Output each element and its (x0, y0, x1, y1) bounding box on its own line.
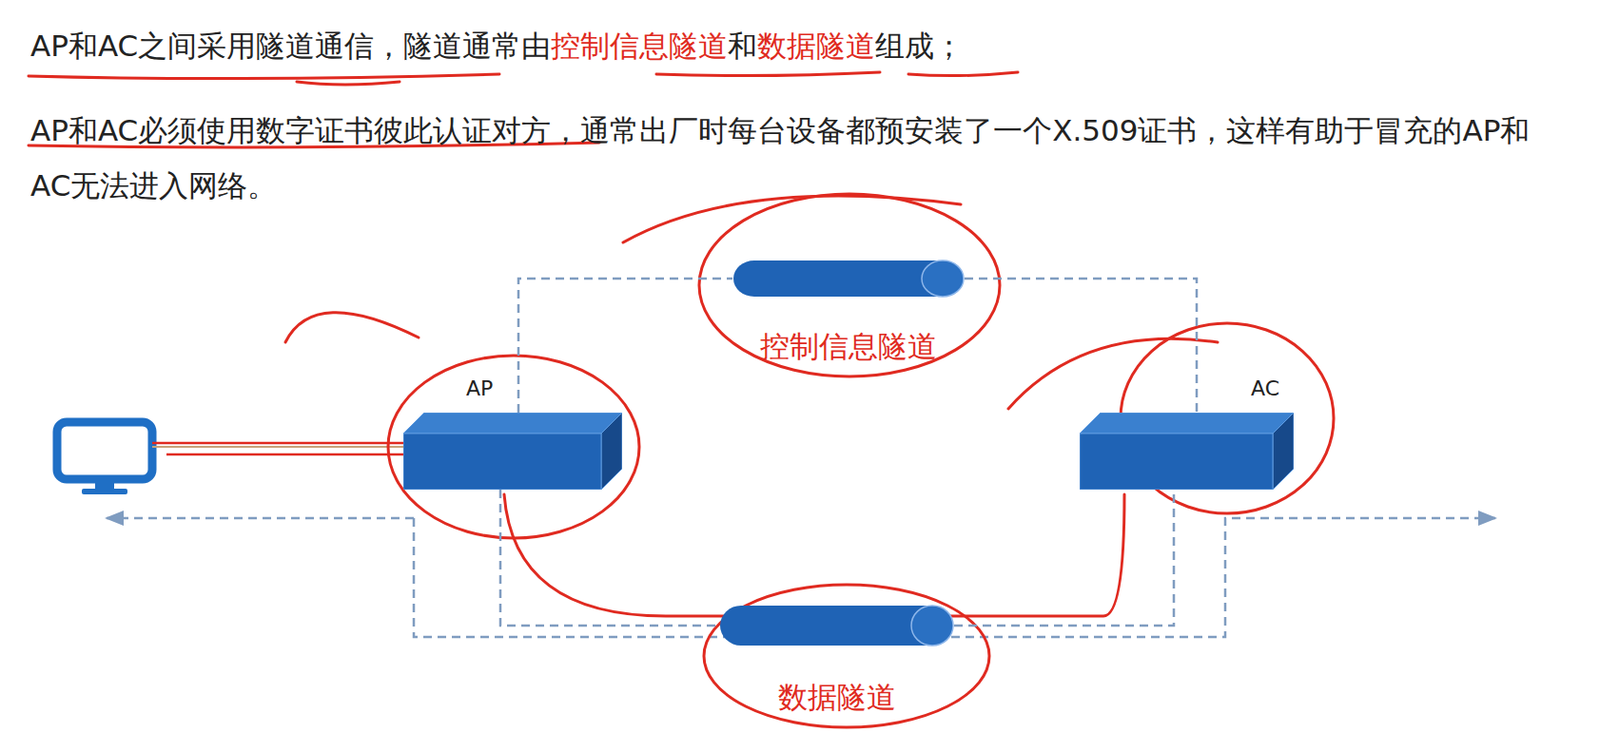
access-controller: AC (1079, 412, 1294, 490)
node-label: AP (466, 376, 493, 401)
node-label: AC (1250, 376, 1280, 401)
paragraph-text: 数据隧道 (757, 28, 876, 63)
monitor-icon (57, 422, 153, 495)
paragraph-text: AP和AC之间采用隧道通信，隧道通常由 (30, 28, 551, 63)
tunnel-connector (500, 489, 720, 626)
annotation-stroke (152, 443, 404, 455)
paragraph-text: 和 (727, 28, 758, 63)
tunnel-shape (732, 259, 965, 298)
control-tunnel: 控制信息隧道 (732, 259, 965, 298)
tunnel-connector (954, 489, 1174, 626)
node-label: 控制信息隧道 (760, 330, 937, 365)
traffic-path (413, 518, 1496, 638)
paragraph-text: 组成； (875, 28, 964, 63)
tunnel-shape (719, 604, 955, 647)
paragraph: AP和AC之间采用隧道通信，隧道通常由控制信息隧道和数据隧道组成； (30, 24, 964, 67)
tunnel-connector (518, 278, 733, 413)
tunnel-connector (964, 278, 1197, 413)
paragraph-text: 控制信息隧道 (550, 28, 728, 63)
data-tunnel: 数据隧道 (719, 604, 955, 647)
device-shape (403, 412, 623, 490)
paragraph: AP和AC必须使用数字证书彼此认证对方，通常出厂时每台设备都预安装了一个X.50… (30, 102, 1553, 214)
cable (152, 446, 404, 449)
access-point: AP (403, 412, 623, 490)
paragraph-text: AP和AC必须使用数字证书彼此认证对方，通常出厂时每台设备都预安装了一个X.50… (30, 113, 1530, 203)
device-shape (1079, 412, 1294, 490)
traffic-path (106, 517, 414, 521)
node-label: 数据隧道 (778, 681, 897, 716)
